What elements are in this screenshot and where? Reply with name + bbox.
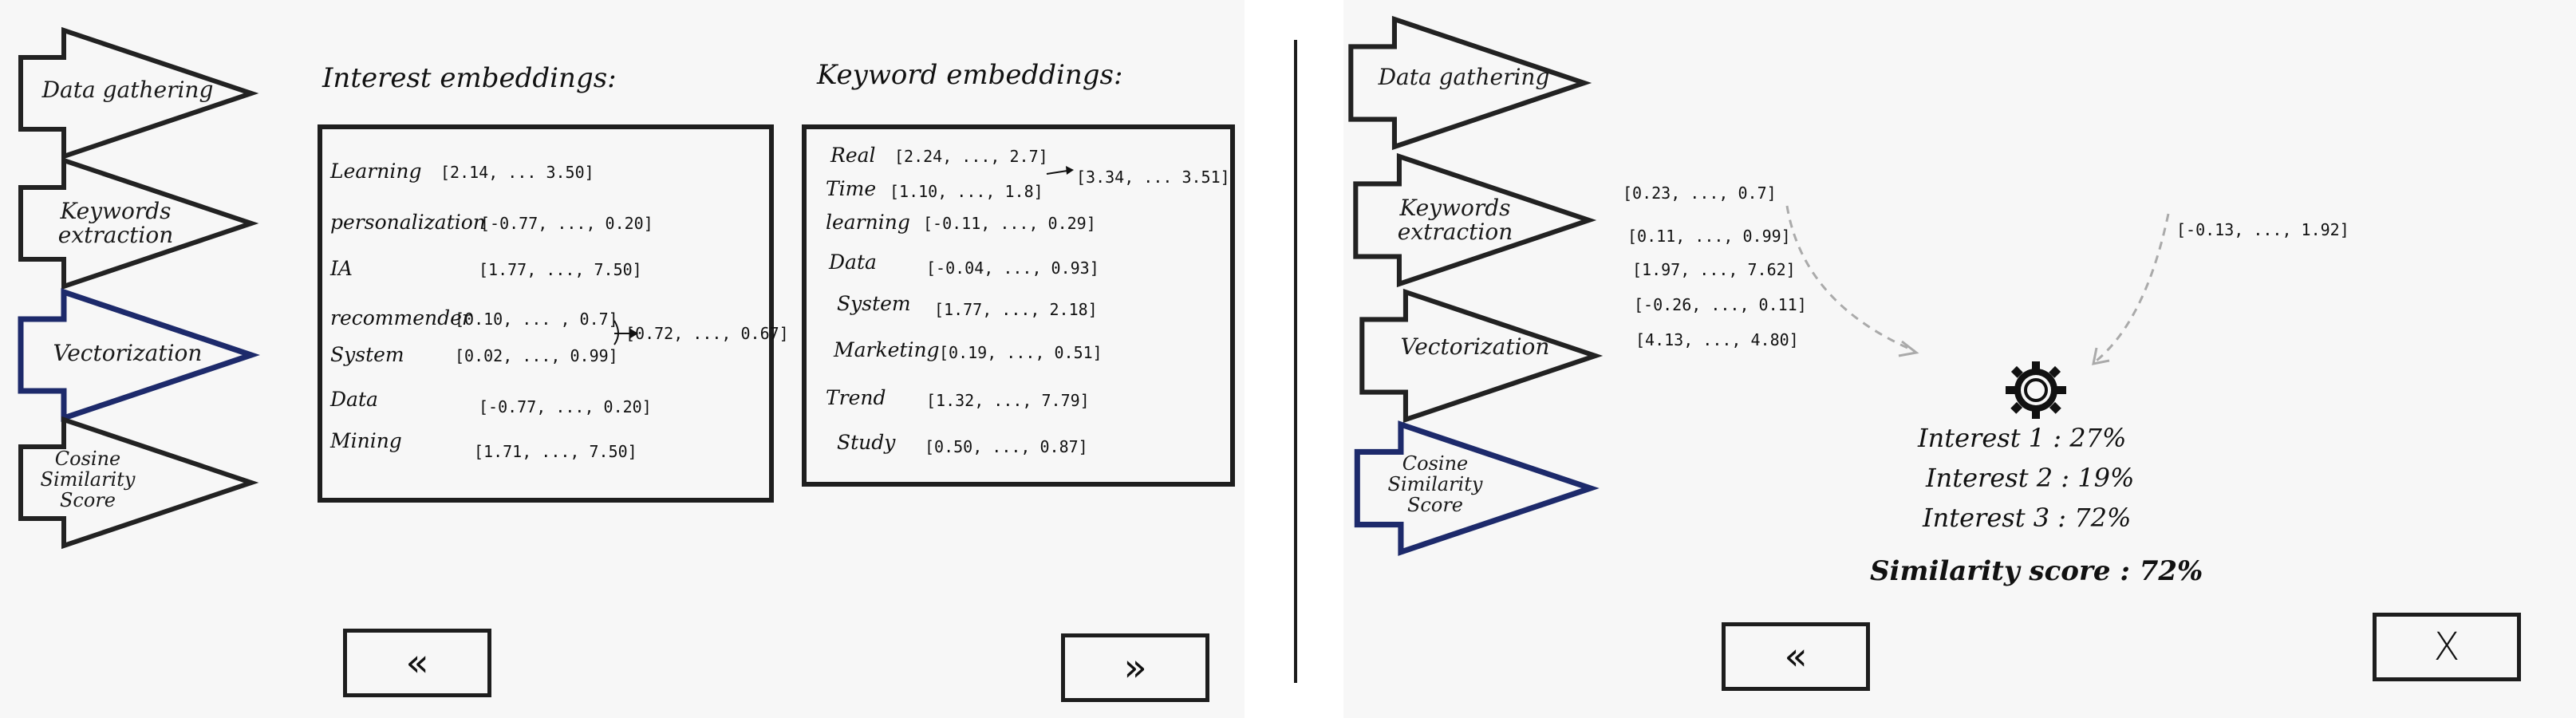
step-label: Data gathering: [1378, 64, 1550, 90]
step-label: Keywords extraction: [1397, 195, 1513, 245]
step-keywords-extraction[interactable]: [16, 156, 259, 291]
interest-result: Interest 3 : 72%: [1923, 503, 2132, 533]
step-label: Cosine Similarity Score: [40, 448, 136, 511]
interest-term: recommender: [330, 306, 471, 329]
interest-vector: [-0.77, ..., 0.20]: [479, 397, 652, 416]
keyword-term: Study: [837, 431, 896, 454]
interest-embeddings-box: Learning [2.14, ... 3.50] personalizatio…: [318, 124, 789, 503]
keyword-term: Data: [829, 251, 877, 274]
interest-merged-vector: [0.72, ..., 0.67]: [625, 324, 789, 343]
keyword-embeddings-box: Real [2.24, ..., 2.7] Time [1.10, ..., 1…: [802, 124, 1235, 487]
close-button[interactable]: X: [2373, 613, 2521, 681]
interest-vector: [-0.77, ..., 0.20]: [480, 214, 653, 233]
keyword-vector: [1.77, ..., 2.18]: [934, 300, 1098, 319]
interest-vector: [1.97, ..., 7.62]: [1632, 260, 1796, 279]
interest-vector: [1.71, ..., 7.50]: [474, 442, 637, 461]
keyword-vector: [-0.04, ..., 0.93]: [926, 258, 1099, 278]
step-label: Vectorization: [1400, 333, 1550, 360]
keyword-vector: [-0.11, ..., 0.29]: [923, 214, 1096, 233]
keyword-term: Trend: [826, 386, 886, 409]
interest-embeddings-heading: Interest embeddings:: [322, 62, 617, 94]
cosine-similarity-screen: Data gathering Keywords extraction Vecto…: [1343, 0, 2576, 718]
interest-term: Data: [330, 388, 378, 411]
step-vectorization[interactable]: [16, 287, 260, 423]
keyword-embeddings-heading: Keyword embeddings:: [817, 59, 1123, 91]
vectorization-screen: Data gathering Keywords extraction Vecto…: [0, 0, 1245, 718]
keyword-vector: [0.50, ..., 0.87]: [925, 437, 1088, 456]
keyword-term: Real: [830, 144, 876, 167]
interest-vector: [1.77, ..., 7.50]: [479, 260, 642, 279]
interest-vector: [-0.26, ..., 0.11]: [1634, 295, 1807, 314]
interest-vector: [4.13, ..., 4.80]: [1635, 330, 1799, 349]
step-label: Cosine Similarity Score: [1387, 452, 1483, 516]
step-cosine-similarity-score[interactable]: [1350, 420, 1600, 557]
interest-term: personalization: [330, 211, 486, 234]
interest-vector: [0.23, ..., 0.7]: [1623, 183, 1777, 203]
interest-term: Learning: [330, 160, 422, 183]
interest-vector: [2.14, ... 3.50]: [440, 163, 594, 182]
step-vectorization[interactable]: [1355, 287, 1604, 424]
interest-term: IA: [330, 257, 353, 280]
keyword-vector: [0.19, ..., 0.51]: [939, 343, 1103, 362]
interest-vector: [0.02, ..., 0.99]: [455, 346, 618, 365]
similarity-score: Similarity score : 72%: [1870, 555, 2203, 587]
keyword-merged-vector: [3.34, ... 3.51]: [1076, 168, 1230, 187]
keyword-vector: [1.10, ..., 1.8]: [890, 182, 1043, 201]
keyword-term: Time: [826, 177, 877, 200]
step-label: Data gathering: [41, 77, 214, 103]
interest-result: Interest 2 : 19%: [1926, 463, 2135, 493]
back-button[interactable]: «: [343, 629, 491, 697]
step-label: Vectorization: [53, 340, 203, 366]
interest-result: Interest 1 : 27%: [1918, 423, 2127, 453]
keyword-vector: [2.24, ..., 2.7]: [894, 147, 1048, 166]
back-button[interactable]: «: [1722, 622, 1870, 691]
step-data-gathering[interactable]: [1343, 14, 1592, 152]
step-cosine-similarity-score[interactable]: [16, 415, 259, 550]
keyword-term: Marketing: [834, 338, 940, 361]
step-data-gathering[interactable]: [16, 26, 259, 161]
gear-icon: [2006, 361, 2066, 419]
step-label: Keywords extraction: [57, 198, 174, 248]
screen-divider: [1294, 40, 1297, 683]
interest-vector: [0.11, ..., 0.99]: [1627, 227, 1791, 246]
keyword-term: System: [837, 292, 911, 315]
step-keywords-extraction[interactable]: [1348, 152, 1597, 289]
keyword-vector: [1.32, ..., 7.79]: [926, 391, 1090, 410]
next-button[interactable]: »: [1061, 633, 1209, 702]
interest-vector: [0.10, ... , 0.7]: [455, 310, 618, 329]
interest-term: System: [330, 343, 404, 366]
keyword-vector: [-0.13, ..., 1.92]: [2176, 220, 2349, 239]
interest-term: Mining: [330, 429, 402, 452]
keyword-term: learning: [826, 211, 910, 234]
